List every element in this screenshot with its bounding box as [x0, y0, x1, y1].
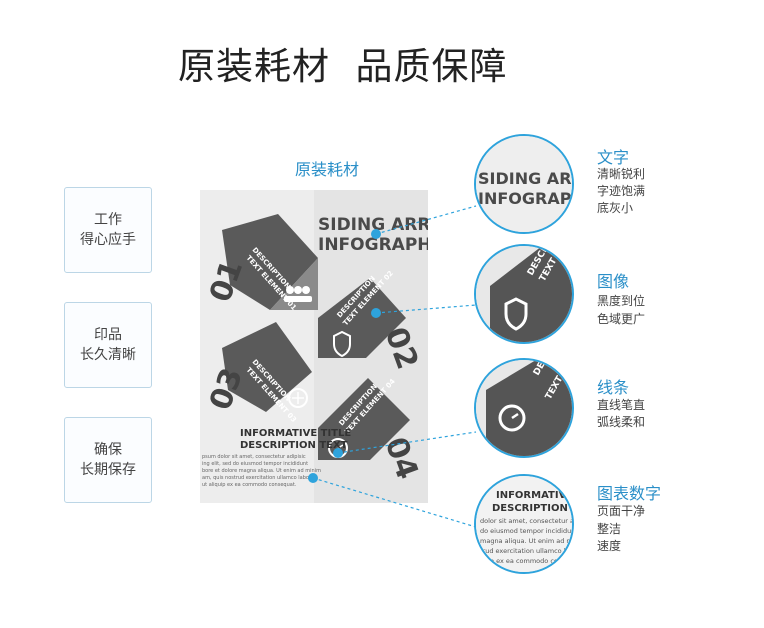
quality-line: 色域更广 [597, 312, 646, 326]
quality-line: 页面干净 [597, 504, 646, 518]
zoom-circle-lines: DE TEXT EL [474, 358, 574, 458]
feature-line2: 得心应手 [80, 232, 136, 248]
sample-headline-2: INFOGRAPHIC [318, 235, 428, 255]
sample-info-title: INFORMATIVE TITLE [240, 428, 351, 439]
zoom-lorem-1: dolor sit amet, consectetur adipisic [480, 517, 574, 525]
feature-line1: 工作 [94, 212, 122, 228]
feature-card-work: 工作 得心应手 [64, 187, 152, 273]
quality-title-image: 图像 [597, 272, 630, 291]
zoom-headline-2: INFOGRAPHIC [478, 189, 574, 208]
people-icon [284, 286, 312, 302]
sample-lorem-3: bore et dolore magna aliqua. Ut enim ad … [202, 468, 321, 474]
feature-line2: 长期保存 [80, 462, 136, 478]
zoom-lorem-3: magna aliqua. Ut enim ad minim [480, 537, 574, 545]
compass-icon [288, 388, 308, 408]
feature-line2: 长久清晰 [80, 347, 136, 363]
zoom-circle-chart: INFORMATIVE TI DESCRIPTION TE dolor sit … [474, 474, 574, 574]
page-title: 原装耗材 品质保障 [178, 45, 508, 88]
zoom-info-desc: DESCRIPTION TE [492, 503, 574, 514]
zoom-circle-text: SIDING ARROW INFOGRAPHIC [474, 134, 574, 234]
quality-line: 底灰小 [597, 201, 634, 215]
quality-line: 清晰锐利 [597, 167, 646, 181]
feature-line1: 确保 [94, 442, 122, 458]
shield-icon [333, 330, 351, 358]
zoom-circle-image: DESCRIPTION TEXT ELEMENT [474, 244, 574, 344]
zoom-headline-1: SIDING ARROW [478, 169, 574, 188]
zoom-lorem-5: uip ex ea commodo conseq [484, 557, 574, 565]
quality-title-text: 文字 [597, 148, 630, 167]
sample-lorem-2: ing elit, sed do eiusmod tempor incididu… [202, 461, 308, 467]
quality-line: 速度 [597, 539, 622, 553]
sample-caption: 原装耗材 [295, 160, 360, 179]
sample-info-desc: DESCRIPTION TEXT [240, 440, 348, 451]
feature-card-print: 印品 长久清晰 [64, 302, 152, 388]
sample-headline-1: SIDING ARROW [318, 215, 428, 235]
zoom-lorem-4: trud exercitation ullamco labori [480, 547, 574, 555]
printed-sample-image: SIDING ARROW INFOGRAPHIC 01 02 03 04 DES… [200, 190, 428, 503]
feature-card-archive: 确保 长期保存 [64, 417, 152, 503]
quality-line: 弧线柔和 [597, 415, 646, 429]
zoom-lorem-2: do eiusmod tempor incididunt [480, 527, 574, 535]
sample-lorem-4: am, quis nostrud exercitation ullamco la… [202, 475, 312, 481]
sample-lorem-1: psum dolor sit amet, consectetur adipisi… [202, 454, 306, 460]
quality-title-lines: 线条 [597, 378, 630, 397]
feature-line1: 印品 [94, 327, 122, 343]
quality-line: 字迹饱满 [597, 184, 646, 198]
sample-lorem-5: ut aliquip ex ea commodo consequat. [202, 482, 297, 488]
quality-line: 整洁 [597, 522, 622, 536]
quality-line: 直线笔直 [597, 398, 646, 412]
quality-title-chart: 图表数字 [597, 484, 662, 503]
quality-line: 黑度到位 [597, 294, 646, 308]
zoom-info-title: INFORMATIVE TI [496, 490, 574, 501]
